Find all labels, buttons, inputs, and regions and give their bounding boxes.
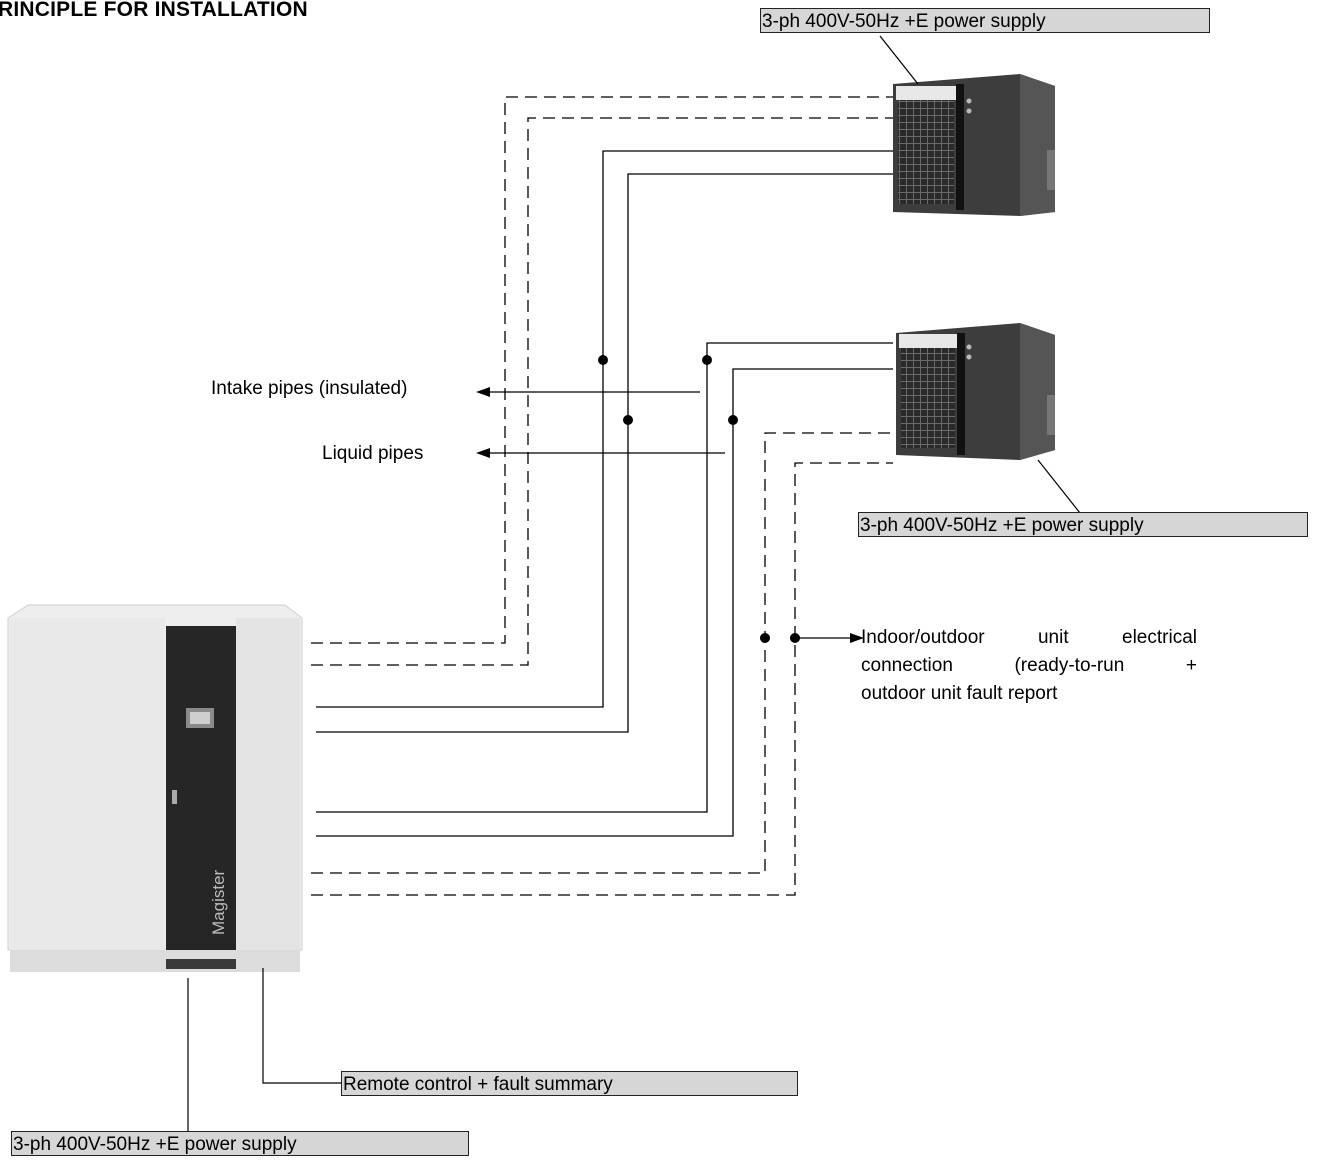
arrow-heads bbox=[476, 387, 864, 643]
pointer-lines bbox=[488, 391, 852, 639]
pipe-lines bbox=[316, 150, 893, 837]
outdoor-unit-bottom bbox=[896, 323, 1055, 460]
power-supply-label-outdoor-bottom: 3-ph 400V-50Hz +E power supply bbox=[858, 512, 1308, 537]
liquid-pipes-label: Liquid pipes bbox=[322, 443, 424, 464]
page-title: RINCIPLE FOR INSTALLATION bbox=[0, 0, 308, 21]
electrical-text-1a: Indoor/outdoor bbox=[861, 627, 985, 648]
dashed-lines-top bbox=[311, 96, 893, 666]
indoor-unit: Magister bbox=[7, 604, 303, 972]
outdoor-unit-top bbox=[893, 74, 1055, 216]
electrical-text-2a: connection bbox=[861, 655, 953, 676]
electrical-text-3: outdoor unit fault report bbox=[861, 683, 1058, 704]
intake-pipes-label: Intake pipes (insulated) bbox=[211, 378, 408, 399]
leader-lines bbox=[187, 35, 1081, 1131]
electrical-text-2c: + bbox=[1185, 655, 1197, 676]
remote-control-label: Remote control + fault summary bbox=[341, 1071, 798, 1096]
electrical-text-1c: electrical bbox=[1122, 627, 1197, 648]
electrical-connection-label: Indoor/outdoor unit electrical connectio… bbox=[861, 624, 1197, 708]
power-supply-label-indoor: 3-ph 400V-50Hz +E power supply bbox=[11, 1131, 469, 1156]
dashed-lines-bottom bbox=[311, 432, 893, 896]
electrical-text-1b: unit bbox=[1037, 627, 1069, 648]
power-supply-label-top: 3-ph 400V-50Hz +E power supply bbox=[760, 8, 1210, 33]
electrical-text-2b: (ready-to-run bbox=[1014, 655, 1125, 676]
brand-text: Magister bbox=[209, 869, 228, 935]
